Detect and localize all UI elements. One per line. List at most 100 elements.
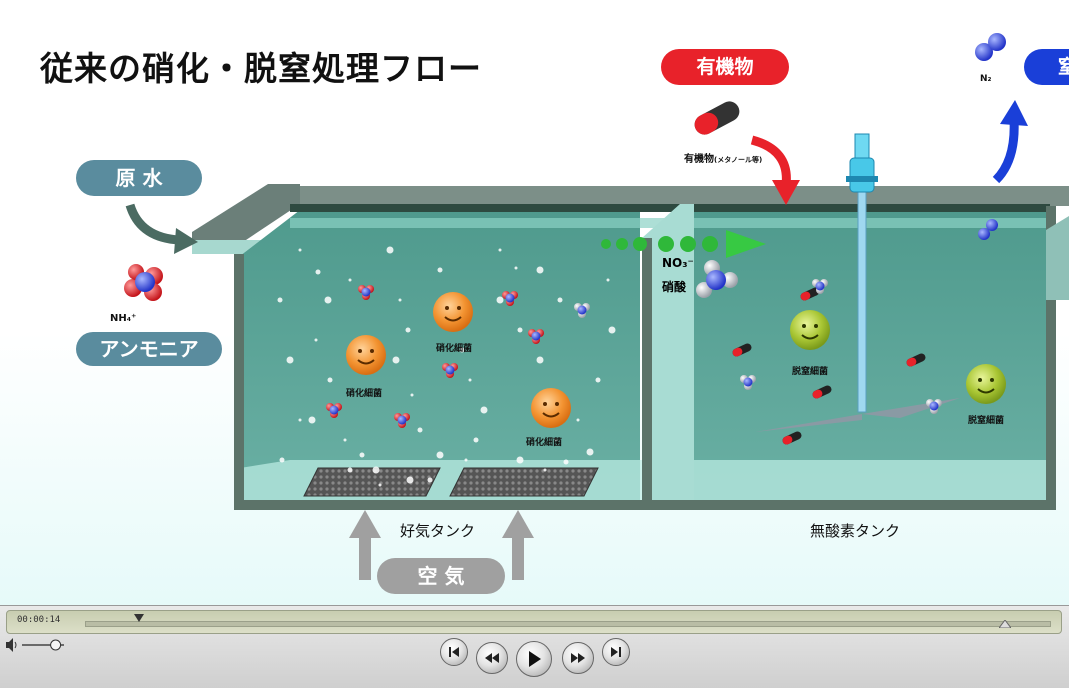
skip-back-icon	[449, 647, 459, 657]
nitrate-flow-arrow	[601, 230, 766, 258]
ammonia-molecule	[124, 264, 163, 301]
organic-capsule	[694, 101, 740, 135]
air-bubble	[436, 451, 444, 459]
n2-formula: N₂	[980, 74, 992, 84]
right-tank-edge	[1046, 216, 1069, 300]
rewind-button[interactable]	[476, 642, 508, 674]
skip-forward-icon	[611, 647, 621, 657]
air-bubble	[372, 466, 380, 474]
volume-icon	[6, 638, 17, 652]
air-diffuser-1	[303, 467, 441, 497]
air-bubble	[554, 438, 558, 442]
volume-knob	[50, 639, 62, 651]
organic-caption: 有機物(メタノール等)	[684, 154, 763, 165]
air-bubble	[315, 269, 321, 275]
play-button[interactable]	[516, 641, 552, 677]
air-bubble	[386, 246, 394, 254]
tank-top-rim	[195, 186, 1069, 234]
air-bubble	[536, 266, 544, 274]
air-bubble	[343, 438, 347, 442]
nitrate-molecule	[696, 260, 738, 298]
air-bubble	[468, 378, 472, 382]
denitrifying-bacteria-label-1: 脱窒細菌	[792, 367, 829, 377]
small-molecule	[358, 285, 374, 300]
small-molecule	[528, 329, 544, 344]
air-bubble	[464, 458, 468, 462]
raw-water-arrow	[125, 203, 181, 245]
air-bubble	[417, 427, 423, 433]
air-label: 空 気	[377, 558, 505, 594]
air-bubble	[516, 456, 524, 464]
playhead-handle[interactable]	[133, 614, 144, 622]
air-bubbles	[277, 246, 616, 487]
air-bubble	[517, 327, 523, 333]
play-icon	[529, 651, 541, 667]
nitrifying-bacteria-label-1: 硝化細菌	[436, 344, 473, 354]
small-molecule	[326, 403, 342, 418]
fast-forward-icon	[571, 653, 585, 663]
denitrifying-bacteria-label-2: 脱窒細菌	[968, 416, 1005, 426]
organic-capsule-small	[812, 385, 832, 399]
divider-front	[642, 238, 652, 510]
ammonia-label: アンモニア	[76, 332, 222, 366]
n2-molecule-top	[975, 33, 1006, 61]
air-bubble	[514, 266, 518, 270]
small-molecule	[740, 375, 756, 390]
timeline-bar: 00:00:14	[6, 610, 1062, 634]
air-bubble	[586, 448, 594, 456]
fast-forward-button[interactable]	[562, 642, 594, 674]
animation-stage: 従来の硝化・脱窒処理フロー 原 水 NH₄⁺ アンモニア 有機物 有機物(メタノ…	[0, 0, 1069, 605]
small-molecule	[394, 413, 410, 428]
media-player-controls: 00:00:14	[0, 605, 1069, 688]
air-bubble	[277, 297, 283, 303]
air-bubble	[359, 452, 365, 458]
small-molecule	[812, 279, 828, 294]
right-pill-label: 窒	[1024, 49, 1069, 85]
tank-right-wall	[1046, 206, 1056, 510]
timecode: 00:00:14	[17, 615, 61, 625]
volume-slider[interactable]	[6, 637, 76, 653]
air-bubble	[437, 267, 443, 273]
skip-forward-button[interactable]	[602, 638, 630, 666]
nitrifying-bacteria-2	[346, 335, 386, 375]
air-bubble	[327, 377, 333, 383]
air-diffuser-2	[449, 467, 599, 497]
air-bubble	[398, 298, 402, 302]
aerobic-water	[240, 210, 640, 500]
small-molecule	[926, 399, 942, 414]
n2-arrow	[992, 119, 1019, 184]
air-bubble	[536, 356, 544, 364]
aerobic-tank-label: 好気タンク	[400, 522, 476, 540]
divider-wall	[642, 204, 694, 500]
selection-end-icon[interactable]	[999, 620, 1011, 628]
organic-capsule-small	[906, 353, 926, 367]
timeline-track[interactable]	[85, 621, 1051, 627]
organic-capsule-small	[782, 431, 802, 445]
raw-water-label: 原 水	[76, 160, 202, 196]
ammonia-formula: NH₄⁺	[110, 313, 137, 324]
air-bubble	[496, 296, 504, 304]
n2-molecule-tank	[978, 219, 998, 240]
rewind-icon	[485, 653, 499, 663]
air-bubble	[298, 248, 302, 252]
small-capsules	[732, 287, 926, 445]
nitrifying-bacteria-3	[531, 388, 571, 428]
skip-back-button[interactable]	[440, 638, 468, 666]
air-bubble	[606, 278, 610, 282]
nitrifying-bacteria-1	[433, 292, 473, 332]
air-bubble	[286, 356, 294, 364]
air-bubble	[347, 467, 353, 473]
air-bubble	[406, 476, 414, 484]
page-title: 従来の硝化・脱窒処理フロー	[40, 49, 482, 88]
air-bubble	[392, 356, 400, 364]
nitrifying-bacteria-label-2: 硝化細菌	[346, 389, 383, 399]
organic-matter-label: 有機物	[661, 49, 789, 85]
air-bubble	[314, 338, 318, 342]
air-bubble	[498, 248, 502, 252]
air-bubble	[459, 347, 465, 353]
inlet-ledge	[192, 184, 300, 252]
air-bubble	[348, 278, 352, 282]
small-molecule	[442, 363, 458, 378]
nitrifying-bacteria-label-3: 硝化細菌	[526, 438, 563, 448]
air-bubble	[557, 297, 563, 303]
